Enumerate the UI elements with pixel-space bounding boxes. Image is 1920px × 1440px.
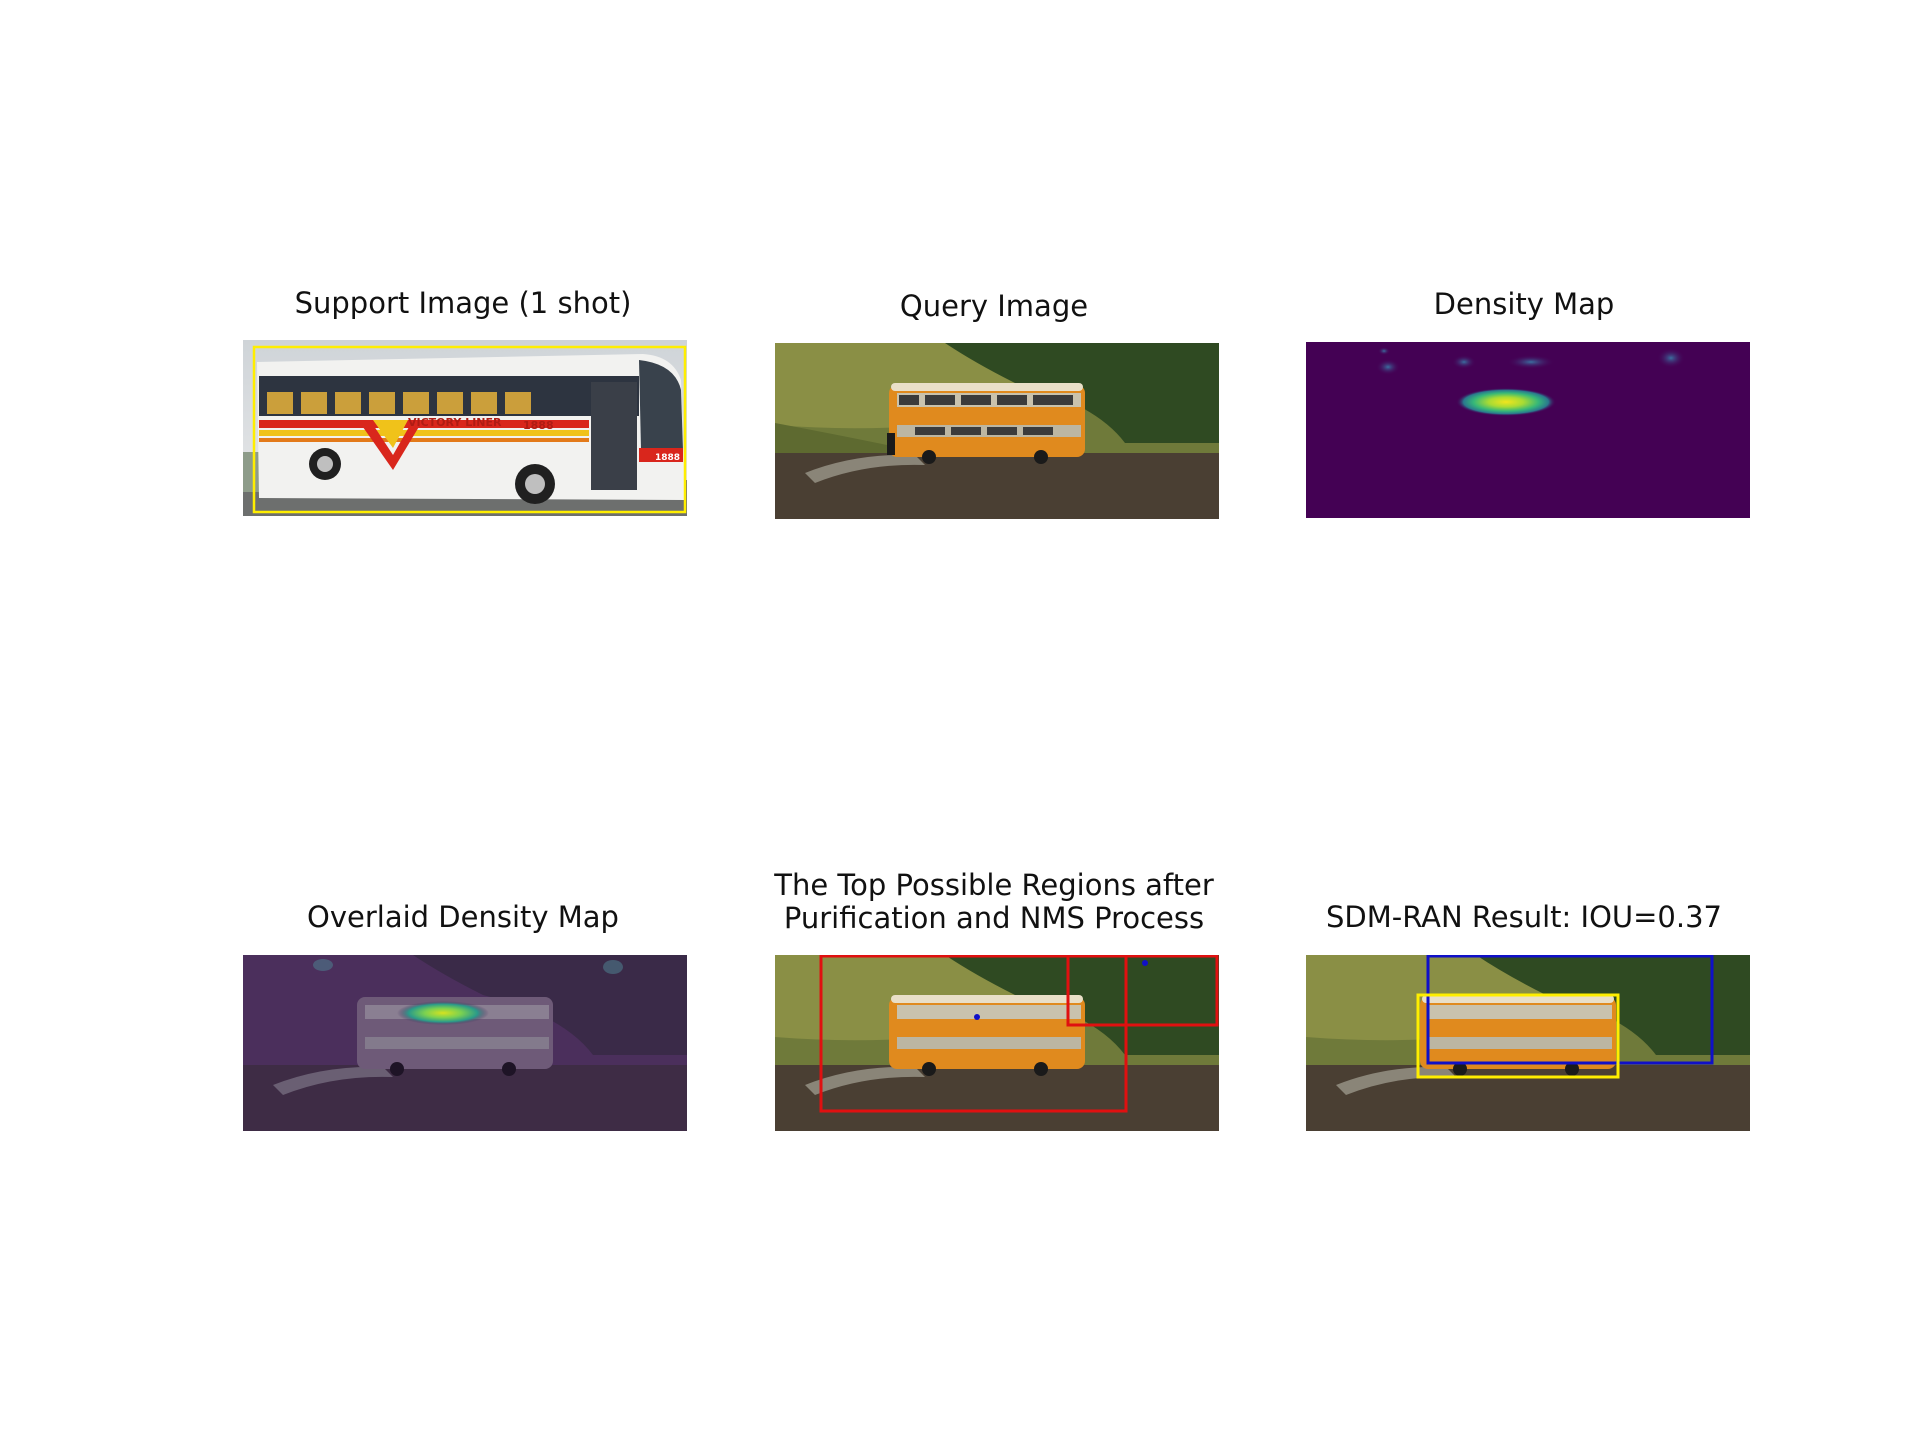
- overlaid-density-map-panel: [243, 955, 687, 1131]
- query-bus-image: [775, 343, 1219, 519]
- candidate-region-box: [1066, 955, 1219, 1027]
- support-bus-image: VICTORY LINER 1888 1888: [243, 340, 687, 516]
- ground-truth-box: [1416, 993, 1620, 1079]
- sdm-ran-result-panel: [1306, 955, 1750, 1131]
- sdm-ran-result-image: [1306, 955, 1750, 1131]
- predicted-box: [1426, 955, 1714, 1065]
- query-image-title: Query Image: [899, 289, 1089, 323]
- support-ground-truth-box: [252, 345, 687, 514]
- sdm-ran-result-title: SDM-RAN Result: IOU=0.37: [1325, 900, 1723, 934]
- support-bus-line-text: VICTORY LINER: [408, 416, 502, 429]
- density-map-image: [1306, 342, 1750, 518]
- region-center-marker: [974, 1014, 980, 1020]
- support-image-title: Support Image (1 shot): [294, 286, 632, 320]
- query-image-panel: [775, 343, 1219, 519]
- overlaid-density-map-title: Overlaid Density Map: [307, 900, 619, 934]
- top-regions-panel: [775, 955, 1219, 1131]
- candidate-region-box: [819, 955, 1128, 1113]
- density-map-title: Density Map: [1433, 287, 1615, 321]
- region-center-marker: [1142, 960, 1148, 966]
- top-regions-image: [775, 955, 1219, 1131]
- support-bus-front-number: 1888: [655, 453, 680, 463]
- overlaid-density-image: [243, 955, 687, 1131]
- density-map-panel: [1306, 342, 1750, 518]
- support-image-panel: VICTORY LINER 1888 1888: [243, 340, 687, 516]
- top-regions-title: The Top Possible Regions after Purificat…: [774, 868, 1214, 935]
- support-bus-number-text: 1888: [523, 419, 554, 432]
